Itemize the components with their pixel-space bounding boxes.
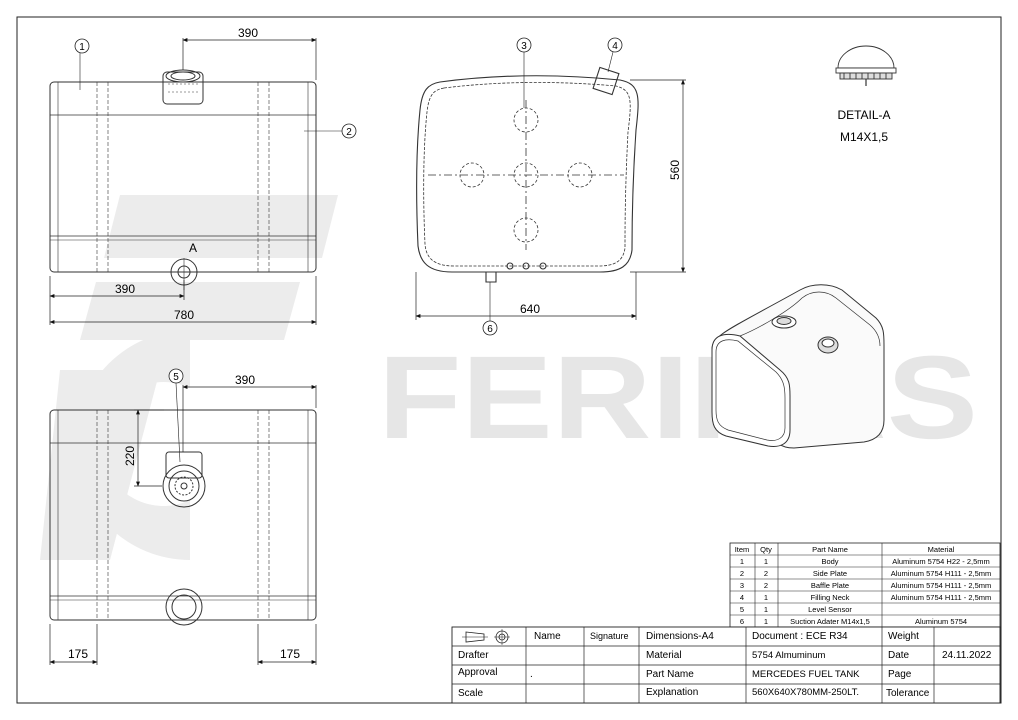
detail-a-thread: M14X1,5 — [840, 130, 888, 144]
tb-scale: Scale — [458, 688, 483, 699]
balloon-4: 4 — [607, 37, 623, 73]
tb-page: Page — [888, 669, 912, 680]
tb-approval-dot: . — [530, 669, 533, 680]
tb-explanation-label: Explanation — [646, 687, 698, 698]
bom-row-3-part: Baffle Plate — [811, 581, 849, 590]
tb-material-label: Material — [646, 650, 682, 661]
svg-text:3: 3 — [521, 41, 527, 52]
svg-text:4: 4 — [612, 41, 618, 52]
bom-row-1-qty: 1 — [764, 557, 768, 566]
bottom-view — [49, 409, 317, 626]
title-block: Name Signature Dimensions-A4 Document : … — [451, 626, 1001, 704]
balloon-5: 5 — [168, 368, 184, 463]
tb-date-label: Date — [888, 650, 910, 661]
bom-row-6-item: 6 — [740, 617, 744, 626]
bom-row-1-item: 1 — [740, 557, 744, 566]
balloon-1: 1 — [74, 38, 90, 90]
bom-row-4-part: Filling Neck — [811, 593, 850, 602]
dim-640: 640 — [520, 302, 540, 316]
tb-date-value: 24.11.2022 — [942, 650, 992, 661]
side-view-dimensions — [415, 79, 686, 320]
top-view — [49, 69, 317, 290]
bom-row-3-qty: 2 — [764, 581, 768, 590]
bom-row-3-material: Aluminum 5754 H111 - 2,5mm — [891, 581, 992, 590]
tb-tolerance: Tolerance — [886, 688, 930, 699]
side-view — [416, 66, 639, 283]
dim-bottom-390: 390 — [235, 373, 255, 387]
bottom-view-dimensions — [49, 385, 317, 665]
tb-part-name-label: Part Name — [646, 669, 694, 680]
dim-175-left: 175 — [68, 647, 88, 661]
bom-table: Item Qty Part Name Material 1 1 Body Alu… — [729, 542, 1001, 628]
tb-drafter: Drafter — [458, 650, 489, 661]
svg-text:5: 5 — [173, 372, 179, 383]
bom-row-2-material: Aluminum 5754 H111 - 2,5mm — [891, 569, 992, 578]
dim-175-right: 175 — [280, 647, 300, 661]
bom-row-2-qty: 2 — [764, 569, 768, 578]
watermark-text: FERIKAS — [378, 332, 978, 464]
bom-row-6-part: Suction Adater M14x1,5 — [790, 617, 870, 626]
tb-material-value: 5754 Almuminum — [752, 650, 825, 661]
bom-row-3-item: 3 — [740, 581, 744, 590]
bom-row-5-part: Level Sensor — [808, 605, 852, 614]
tb-part-name-value: MERCEDES FUEL TANK — [752, 669, 860, 680]
bom-row-1-material: Aluminum 5754 H22 - 2,5mm — [892, 557, 990, 566]
label-a: A — [189, 241, 197, 255]
ferikas-watermark-logo — [40, 195, 338, 560]
svg-text:6: 6 — [487, 324, 493, 335]
bom-row-6-material: Aluminum 5754 — [915, 617, 967, 626]
isometric-view — [711, 284, 885, 449]
dim-780: 780 — [174, 308, 194, 322]
bom-row-2-part: Side Plate — [813, 569, 847, 578]
dim-top-390: 390 — [238, 26, 258, 40]
bom-header-qty: Qty — [760, 545, 772, 554]
svg-text:1: 1 — [79, 42, 85, 53]
bom-row-1-part: Body — [821, 557, 838, 566]
projection-symbol-icon — [462, 629, 510, 645]
tb-document: Document : ECE R34 — [752, 631, 848, 642]
tb-signature: Signature — [590, 631, 629, 641]
balloon-6: 6 — [482, 282, 498, 336]
bom-row-5-qty: 1 — [764, 605, 768, 614]
balloon-2: 2 — [304, 123, 357, 139]
bom-row-5-item: 5 — [740, 605, 744, 614]
bom-row-4-material: Aluminum 5754 H111 - 2,5mm — [891, 593, 992, 602]
bom-header-part-name: Part Name — [812, 545, 848, 554]
detail-a-title: DETAIL-A — [837, 108, 890, 122]
bom-header-item: Item — [735, 545, 750, 554]
tb-weight: Weight — [888, 631, 919, 642]
tb-approval: Approval — [458, 667, 497, 678]
bom-row-6-qty: 1 — [764, 617, 768, 626]
tb-explanation-value: 560X640X780MM-250LT. — [752, 687, 859, 698]
bom-row-4-item: 4 — [740, 593, 744, 602]
baffle-holes — [428, 100, 624, 250]
dim-220: 220 — [123, 446, 137, 466]
bom-header-material: Material — [928, 545, 955, 554]
dim-left-390: 390 — [115, 282, 135, 296]
detail-a-sensor — [835, 45, 897, 86]
bom-row-4-qty: 1 — [764, 593, 768, 602]
svg-text:2: 2 — [346, 127, 352, 138]
tb-name: Name — [534, 631, 561, 642]
top-view-dimensions — [49, 38, 317, 325]
dim-560: 560 — [668, 160, 682, 180]
balloon-3: 3 — [516, 37, 532, 108]
tb-dimensions: Dimensions-A4 — [646, 631, 714, 642]
bom-row-2-item: 2 — [740, 569, 744, 578]
